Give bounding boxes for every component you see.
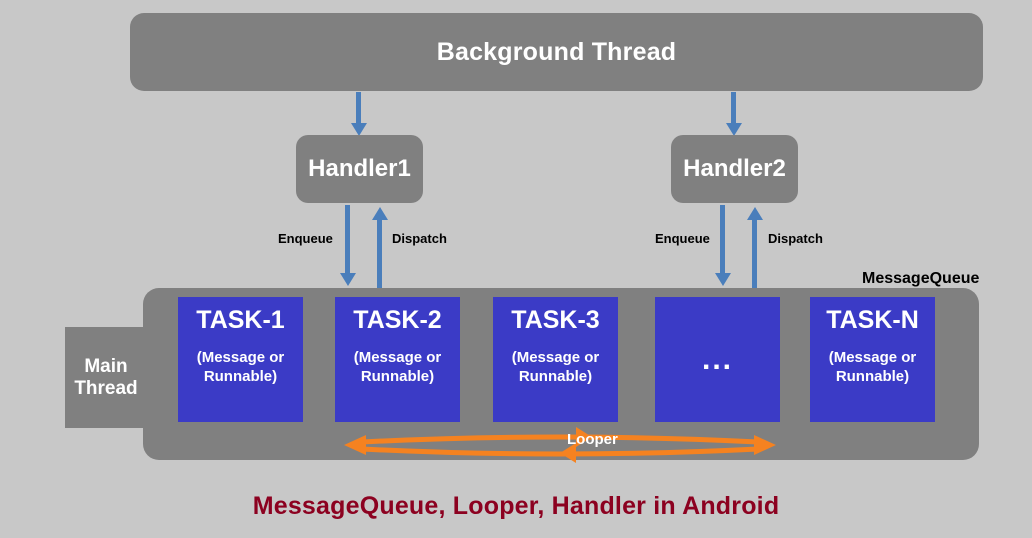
- task-subtitle: (Message or Runnable): [512, 349, 600, 387]
- task-title: TASK-N: [826, 306, 919, 334]
- handler1-box: Handler1: [296, 135, 423, 203]
- arrow-shaft: [345, 205, 350, 273]
- handler1-label: Handler1: [308, 155, 411, 183]
- arrow-shaft: [377, 220, 382, 293]
- task-title: TASK-1: [196, 306, 285, 334]
- looper-arrow-head-mid-left-icon: [560, 443, 576, 463]
- task-subtitle-line2: Runnable): [518, 368, 593, 385]
- main-thread-line2: Thread: [74, 377, 138, 399]
- enqueue-label-handler2: Enqueue: [655, 231, 710, 246]
- main-thread-box: Main Thread: [65, 327, 147, 428]
- handler2-label: Handler2: [683, 155, 786, 183]
- task-subtitle-line1: (Message or: [828, 349, 917, 367]
- background-thread-label: Background Thread: [436, 37, 677, 66]
- enqueue-label-handler1: Enqueue: [278, 231, 333, 246]
- task-card-3: TASK-3 (Message or Runnable): [493, 297, 618, 422]
- task-title: TASK-3: [511, 306, 600, 334]
- handler2-box: Handler2: [671, 135, 798, 203]
- task-subtitle-line2: Runnable): [360, 368, 435, 385]
- arrow-head-down-icon: [725, 123, 742, 136]
- arrow-head-down-icon: [339, 273, 356, 286]
- task-subtitle: (Message or Runnable): [354, 349, 442, 387]
- looper-arrow-head-left-icon: [344, 435, 366, 455]
- task-subtitle-line2: Runnable): [203, 368, 278, 385]
- arrow-head-up-icon: [371, 207, 388, 220]
- arrow-shaft: [356, 92, 361, 123]
- task-subtitle-line1: (Message or: [353, 349, 442, 367]
- task-subtitle-line2: Runnable): [835, 368, 910, 385]
- main-thread-line1: Main: [84, 355, 128, 377]
- looper-label: Looper: [567, 431, 618, 448]
- arrow-head-down-icon: [714, 273, 731, 286]
- message-queue-label: MessageQueue: [862, 270, 980, 287]
- looper-arrow: [344, 427, 776, 463]
- page-title: MessageQueue, Looper, Handler in Android: [252, 492, 780, 520]
- arrow-shaft: [752, 220, 757, 293]
- dispatch-label-handler2: Dispatch: [768, 231, 823, 246]
- background-thread-box: Background Thread: [130, 13, 983, 91]
- task-card-1: TASK-1 (Message or Runnable): [178, 297, 303, 422]
- looper-lower-path: [361, 446, 759, 457]
- task-card-ellipsis: ...: [655, 297, 780, 422]
- task-card-n: TASK-N (Message or Runnable): [810, 297, 935, 422]
- task-subtitle-line1: (Message or: [511, 349, 600, 367]
- task-card-2: TASK-2 (Message or Runnable): [335, 297, 460, 422]
- looper-arrow-head-mid-right-icon: [576, 427, 592, 447]
- task-subtitle: (Message or Runnable): [197, 349, 285, 387]
- arrow-head-up-icon: [746, 207, 763, 220]
- arrow-shaft: [731, 92, 736, 123]
- looper-arrow-head-right-icon: [754, 435, 776, 455]
- arrow-head-down-icon: [350, 123, 367, 136]
- task-subtitle: (Message or Runnable): [829, 349, 917, 387]
- ellipsis-label: ...: [701, 342, 733, 376]
- task-subtitle-line1: (Message or: [196, 349, 285, 367]
- task-title: TASK-2: [353, 306, 442, 334]
- looper-upper-path: [361, 434, 759, 445]
- arrow-shaft: [720, 205, 725, 273]
- dispatch-label-handler1: Dispatch: [392, 231, 447, 246]
